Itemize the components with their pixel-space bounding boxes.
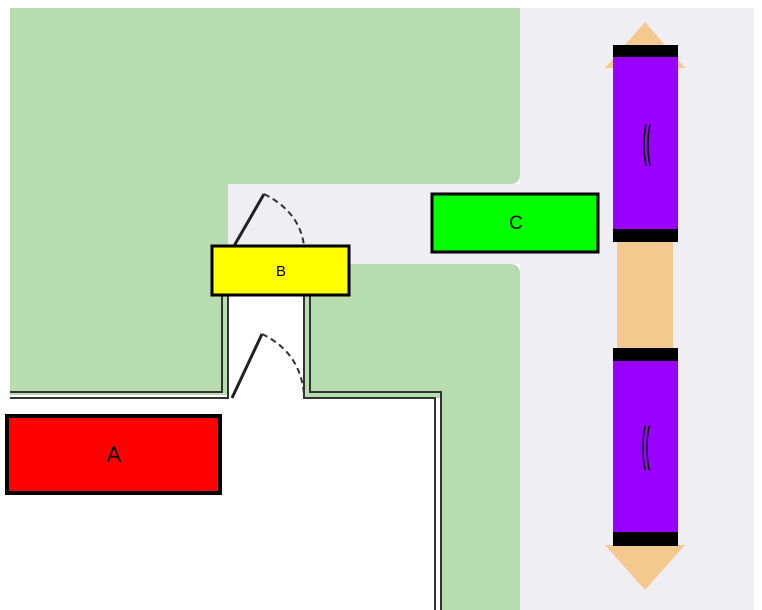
vehicle-icon [613,348,678,546]
green-area-lower [304,264,520,610]
box-a: A [5,414,222,495]
walls [10,296,442,610]
box-c: C [430,192,600,254]
door-swing-icon [232,193,305,247]
box-a-label: A [107,442,122,467]
box-b: B [210,244,351,297]
door-swing-icon [230,333,305,399]
vehicle-icon [613,45,678,242]
box-c-label: C [509,213,523,234]
box-b-label: B [276,263,286,280]
green-area-upper [10,8,520,395]
